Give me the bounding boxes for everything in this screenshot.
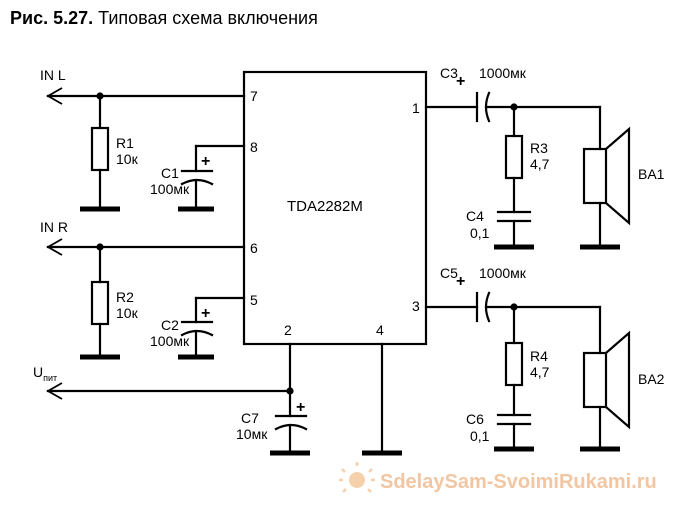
pin-4-label: 4 — [376, 322, 384, 338]
r1-ref: R1 — [116, 135, 134, 151]
chip-name: TDA2282M — [287, 198, 363, 215]
c4-ref: C4 — [466, 208, 484, 224]
r1-value: 10к — [116, 151, 139, 167]
ba1-ref: BA1 — [638, 166, 665, 182]
c5-plus: + — [456, 273, 465, 290]
r4-resistor — [504, 341, 524, 387]
pin-6-label: 6 — [250, 240, 258, 256]
figure-caption: Рис. 5.27. Типовая схема включения — [10, 8, 318, 29]
c2-ref: C2 — [161, 317, 179, 333]
supply-branch — [46, 342, 310, 456]
ba2-ref: BA2 — [638, 371, 665, 387]
watermark: SdelaySam-SvoimiRukami.ru — [339, 462, 657, 493]
pin-8-label: 8 — [250, 139, 258, 155]
c2-value: 100мк — [150, 333, 190, 349]
pin-4-ground — [362, 342, 402, 456]
pin-1-label: 1 — [412, 100, 420, 116]
r3-resistor — [504, 134, 524, 180]
figure-title: Типовая схема включения — [98, 8, 318, 28]
sun-icon — [339, 462, 375, 493]
r3-ref: R3 — [530, 140, 548, 156]
c3-ref: C3 — [440, 65, 458, 81]
c4-value: 0,1 — [470, 225, 490, 241]
c7-value: 10мк — [236, 426, 268, 442]
output-1-channel — [424, 91, 631, 250]
in-l-label: IN L — [40, 67, 66, 83]
pin-2-label: 2 — [284, 322, 292, 338]
figure-number: Рис. 5.27. — [10, 8, 94, 28]
pin-5-label: 5 — [250, 292, 258, 308]
r4-value: 4,7 — [530, 364, 550, 380]
supply-label: Uпит — [33, 364, 57, 383]
r4-ref: R4 — [530, 348, 548, 364]
c1-value: 100мк — [150, 181, 190, 197]
watermark-text: SdelaySam-SvoimiRukami.ru — [380, 471, 657, 493]
c3-value: 1000мк — [479, 65, 527, 81]
r2-ref: R2 — [116, 289, 134, 305]
c7-ref: C7 — [241, 410, 259, 426]
ba1-speaker — [582, 147, 608, 205]
r2-value: 10к — [116, 305, 139, 321]
r1-resistor — [90, 126, 110, 172]
c5-value: 1000мк — [479, 265, 527, 281]
c1-plus: + — [201, 153, 210, 170]
pin-7-label: 7 — [250, 88, 258, 104]
c3-plus: + — [456, 73, 465, 90]
in-r-label: IN R — [40, 219, 68, 235]
pin-3-label: 3 — [412, 298, 420, 314]
in-l-branch — [46, 87, 246, 212]
r2-resistor — [90, 280, 110, 326]
c7-plus: + — [296, 399, 305, 416]
c5-ref: C5 — [440, 265, 458, 281]
ba2-speaker — [582, 351, 608, 409]
in-r-branch — [46, 238, 246, 360]
c2-plus: + — [201, 305, 210, 322]
c1-ref: C1 — [161, 165, 179, 181]
c6-value: 0,1 — [470, 428, 490, 444]
c1-capacitor — [178, 144, 246, 212]
output-2-channel — [424, 291, 631, 452]
r3-value: 4,7 — [530, 156, 550, 172]
c2-capacitor — [178, 296, 246, 360]
chip-body — [242, 70, 428, 346]
c6-ref: C6 — [466, 411, 484, 427]
